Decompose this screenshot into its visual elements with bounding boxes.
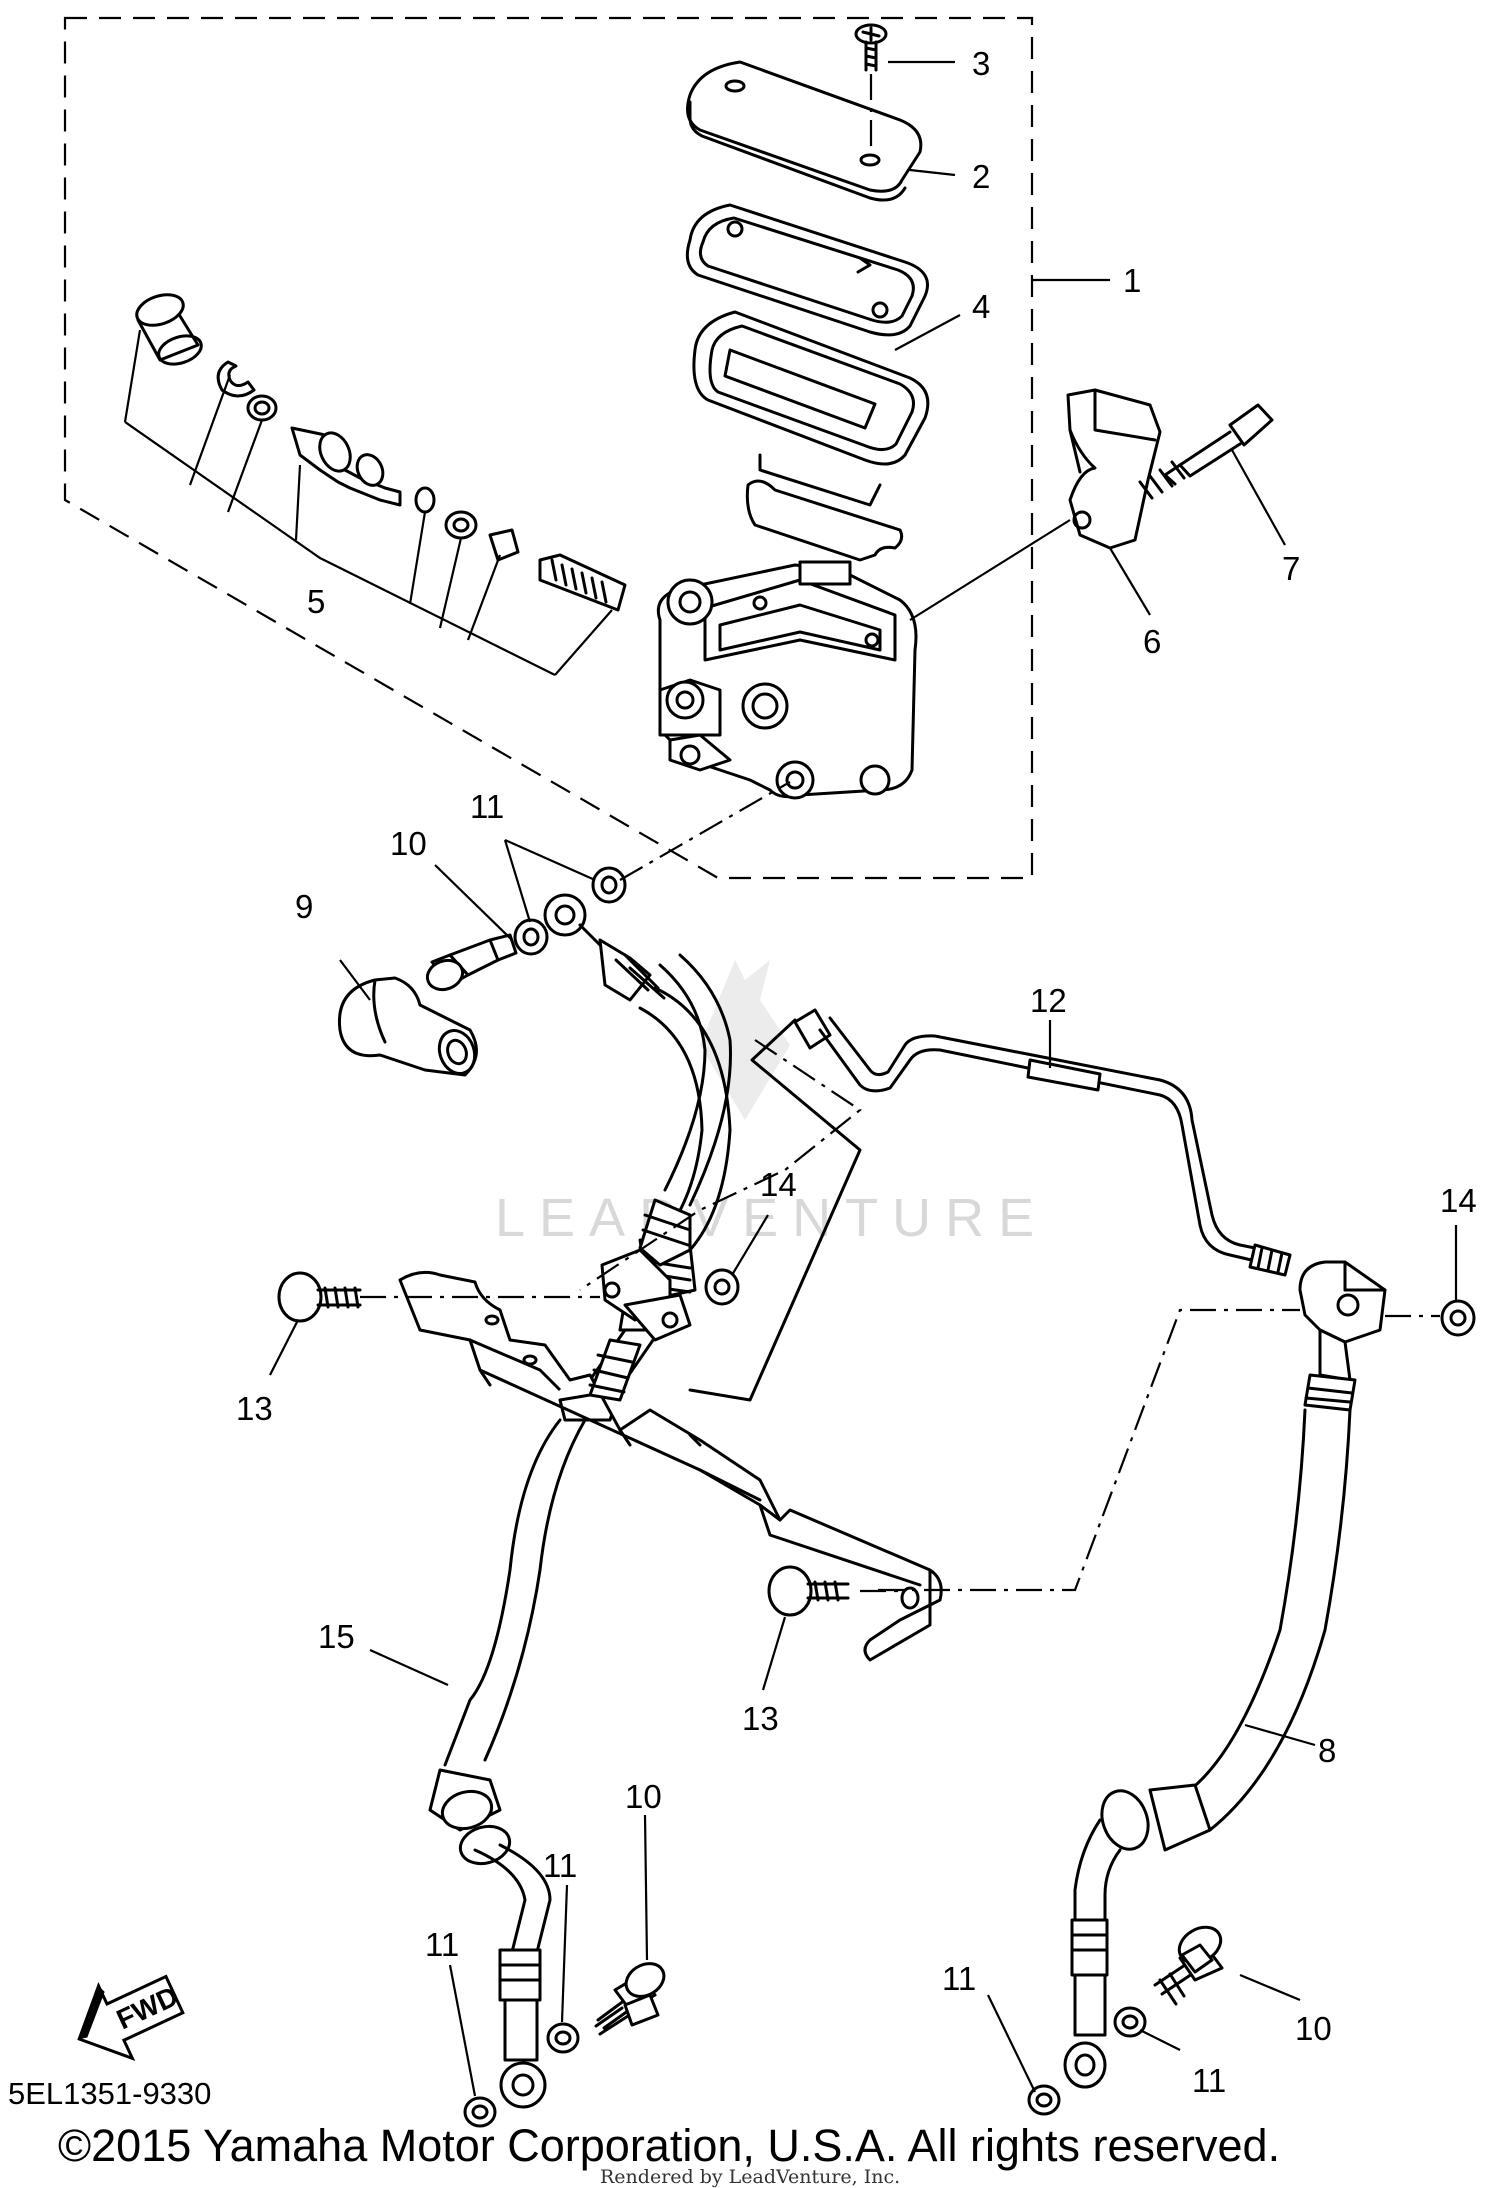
diaphragm-holder (692, 310, 930, 507)
nut-right (1440, 1299, 1476, 1337)
callout-11-lower-left-b: 11 (425, 1926, 459, 1963)
joint-block (588, 953, 732, 1402)
callout-labels: 3 2 1 4 7 5 6 11 10 9 12 14 14 13 15 13 … (236, 45, 1477, 2099)
callout-14-upper: 14 (760, 1166, 797, 1203)
callout-13-upper: 13 (236, 1390, 273, 1427)
fwd-arrow: FWD (77, 1974, 185, 2062)
diaphragm-gasket (685, 203, 929, 337)
callout-3: 3 (972, 45, 990, 82)
diagram-code: 5EL1351-9330 (8, 2076, 212, 2111)
callout-9: 9 (295, 888, 313, 925)
callout-11-lower-right-a: 11 (942, 1960, 976, 1997)
callout-8: 8 (1318, 1732, 1336, 1769)
holder-bolt (1138, 403, 1274, 500)
callout-1: 1 (1123, 262, 1141, 299)
bleed-cap (337, 976, 478, 1077)
brake-pipe-12 (793, 1008, 1292, 1277)
copyright-notice: ©2015 Yamaha Motor Corporation, U.S.A. A… (58, 2120, 1281, 2171)
callout-10-lower-right: 10 (1295, 2010, 1332, 2047)
cap-screw (854, 23, 888, 150)
leader-lines (269, 60, 1458, 2097)
callout-10-lower-left: 10 (625, 1778, 662, 1815)
crush-washers-upper (513, 866, 627, 956)
reservoir-cap (686, 60, 923, 202)
callout-6: 6 (1143, 623, 1161, 660)
callout-13-lower: 13 (742, 1700, 779, 1737)
reservoir-plate (745, 479, 904, 562)
bracket-bolt-lower (767, 1565, 850, 1617)
watermark-text: LEADVENTURE (495, 1188, 1048, 1248)
connect-line-cylinder (619, 781, 791, 881)
piston-kit (135, 293, 627, 612)
brake-hose-8 (1063, 1373, 1357, 2089)
banjo-bolt-upper (425, 933, 518, 992)
callout-10-upper: 10 (390, 825, 427, 862)
crush-washers-lower-right (1027, 2006, 1147, 2116)
connection-lines (360, 1018, 1300, 1593)
brake-hose-15 (428, 893, 732, 2109)
hose-bracket (398, 1270, 943, 1662)
piston-kit-leaders (123, 329, 613, 676)
banjo-bolt-lower-left (594, 1962, 666, 2036)
assembly-boundary (63, 16, 1034, 880)
rendered-by-notice: Rendered by LeadVenture, Inc. (600, 2166, 901, 2188)
watermark: LEADVENTURE (495, 960, 1048, 1248)
callout-2: 2 (972, 158, 990, 195)
callout-11-lower-left-a: 11 (543, 1847, 577, 1884)
callout-7: 7 (1282, 550, 1300, 587)
union-joint (1298, 1260, 1387, 1382)
callout-14-right: 14 (1440, 1182, 1477, 1219)
callout-15: 15 (318, 1618, 355, 1655)
master-cylinder-body (657, 560, 918, 800)
callout-11-lower-right-b: 11 (1192, 2062, 1226, 2099)
crush-washers-lower-left (463, 2022, 580, 2128)
banjo-bolt-lower-right (1153, 1925, 1224, 2006)
nut-upper (704, 1268, 740, 1306)
callout-5: 5 (307, 583, 325, 620)
callout-12: 12 (1030, 982, 1067, 1019)
handlebar-holder (1066, 388, 1162, 550)
bracket-bolt-upper (277, 1271, 362, 1323)
callout-11-upper: 11 (470, 788, 504, 825)
callout-4: 4 (972, 288, 990, 325)
